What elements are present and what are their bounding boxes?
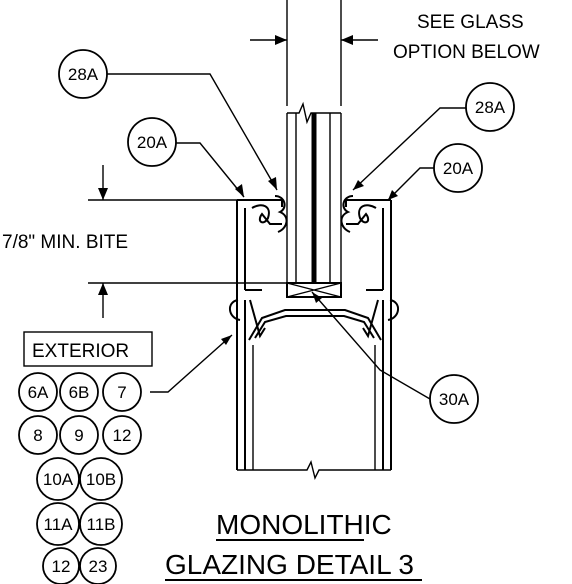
part-6a: 6A [28, 383, 49, 402]
part-10b: 10B [86, 470, 116, 489]
part-23: 23 [89, 557, 108, 576]
frame-profile [229, 195, 399, 481]
part-10a: 10A [43, 470, 74, 489]
part-7: 7 [117, 383, 126, 402]
title-line2: GLAZING DETAIL 3 [165, 549, 414, 580]
exterior-box [23, 331, 153, 367]
callout-30a-label: 30A [439, 390, 470, 409]
part-9: 9 [74, 426, 83, 445]
callout-28a-left: 28A [58, 49, 108, 99]
callout-28a-right: 28A [465, 82, 515, 132]
part-number-grid: 6A 6B 7 8 9 12 10A 10B 11A 11B 12 23 [18, 372, 142, 584]
glass-lite [286, 113, 342, 290]
callout-20a-right: 20A [433, 143, 483, 193]
part-8: 8 [33, 426, 42, 445]
callout-20a-left: 20A [127, 117, 177, 167]
bite-dimension [88, 165, 287, 318]
part-12-bottom: 12 [52, 557, 71, 576]
callout-20a-left-label: 20A [137, 133, 168, 152]
glass-dimension [250, 0, 378, 106]
leader-lines [107, 73, 467, 400]
part-12: 12 [113, 426, 132, 445]
callout-20a-right-label: 20A [443, 159, 474, 178]
bite-note: 7/8" MIN. BITE [2, 232, 128, 253]
glass-option-note-line2: OPTION BELOW [393, 42, 540, 63]
glass-option-note-line1: SEE GLASS [417, 12, 524, 33]
title-line1: MONOLITHIC [216, 509, 392, 540]
part-11b: 11B [87, 515, 116, 534]
part-6b: 6B [69, 383, 90, 402]
callout-28a-right-label: 28A [475, 98, 506, 117]
exterior-label: EXTERIOR [32, 341, 129, 362]
callout-28a-left-label: 28A [68, 65, 99, 84]
detail-title: MONOLITHIC GLAZING DETAIL 3 [165, 509, 422, 581]
part-11a: 11A [44, 515, 74, 534]
callout-30a: 30A [429, 374, 479, 424]
